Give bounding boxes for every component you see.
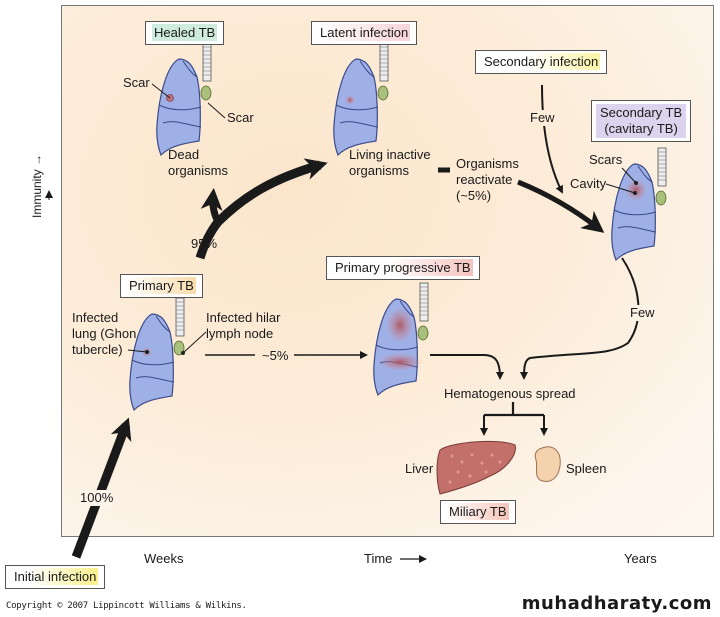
box-initial-infection: Initial infection (5, 565, 106, 589)
pointer-ghon (127, 349, 148, 353)
secondary-infection-label: Secondary infection (482, 53, 601, 70)
box-latent-infection: Latent infection (311, 21, 418, 45)
copyright-notice: Copyright © 2007 Lippincott Williams & W… (6, 601, 247, 611)
lung-latent-infection (333, 42, 389, 156)
pointer-scars (621, 167, 637, 184)
secondary-tb-label-line2: (cavitary TB) (604, 121, 678, 136)
arrow-primary-to-branch (195, 219, 222, 260)
label-reactivate-2: reactivate (456, 172, 513, 187)
label-reactivate-1: Organisms (456, 156, 519, 171)
label-hematogenous-spread: Hematogenous spread (444, 386, 576, 401)
watermark: muhadharaty.com (521, 593, 712, 614)
label-cavity: Cavity (570, 176, 607, 191)
lung-healed-tb (156, 42, 212, 156)
label-dead-1: Dead (168, 147, 200, 162)
label-scar-left: Scar (123, 75, 150, 90)
box-primary-progressive-tb: Primary progressive TB (326, 256, 480, 280)
pointer-scar-left (151, 83, 171, 99)
box-healed-tb: Healed TB (145, 21, 225, 45)
label-5pct: ~5% (262, 348, 289, 363)
progressive-lesion-upper (386, 307, 414, 343)
label-reactivate-3: (~5%) (456, 188, 492, 203)
progressive-lesion-lower (378, 353, 422, 371)
box-secondary-tb: Secondary TB (cavitary TB) (591, 100, 692, 142)
miliary-tb-label: Miliary TB (447, 503, 509, 520)
arrow-secondary-tb-few (520, 257, 640, 380)
label-95pct: 95% (191, 236, 218, 251)
label-100pct: 100% (80, 490, 114, 506)
label-hilar-1: Infected hilar (206, 310, 281, 325)
label-living-2: organisms (349, 163, 409, 178)
axis-weeks-label: Weeks (144, 551, 184, 566)
arrow-progressive-to-spread (430, 354, 504, 380)
label-few-right: Few (630, 305, 655, 321)
pointer-cavity (605, 183, 636, 194)
cavity-lesion (625, 179, 647, 201)
lung-primary-tb (129, 297, 185, 411)
label-liver: Liver (405, 461, 434, 476)
box-secondary-infection: Secondary infection (475, 50, 608, 74)
spleen-shape (534, 446, 561, 482)
arrow-to-latent (214, 158, 328, 226)
liver-shape (436, 440, 516, 495)
initial-infection-label: Initial infection (12, 568, 99, 585)
pointer-scar-right (207, 102, 226, 119)
label-dead-2: organisms (168, 163, 228, 178)
label-scars: Scars (589, 152, 623, 167)
label-living-1: Living inactive (349, 147, 431, 162)
healed-tb-label: Healed TB (152, 24, 218, 41)
secondary-tb-label-line1: Secondary TB (600, 105, 683, 120)
label-infected-lung-3: tubercle) (72, 342, 123, 357)
latent-lesion (345, 95, 355, 105)
axis-years-label: Years (624, 551, 657, 566)
label-infected-lung-2: lung (Ghon (72, 326, 137, 341)
arrow-reactivate-to-secondary (517, 179, 605, 233)
axis-time-label: Time (364, 551, 393, 566)
arrow-secondary-infection-few (541, 84, 563, 194)
box-miliary-tb: Miliary TB (440, 500, 516, 524)
box-primary-tb: Primary TB (120, 274, 203, 298)
primary-progressive-tb-label: Primary progressive TB (333, 259, 473, 276)
pointer-hilar (182, 331, 207, 354)
label-spleen: Spleen (566, 461, 607, 476)
primary-tb-label: Primary TB (127, 277, 196, 294)
axis-immunity-label: Immunity → (30, 153, 44, 218)
arrow-spread-branch (484, 402, 544, 417)
label-hilar-2: lymph node (206, 326, 274, 341)
latent-infection-label: Latent infection (318, 24, 411, 41)
label-infected-lung-1: Infected (72, 310, 119, 325)
label-scar-right: Scar (227, 110, 254, 125)
label-few-top: Few (530, 110, 555, 126)
